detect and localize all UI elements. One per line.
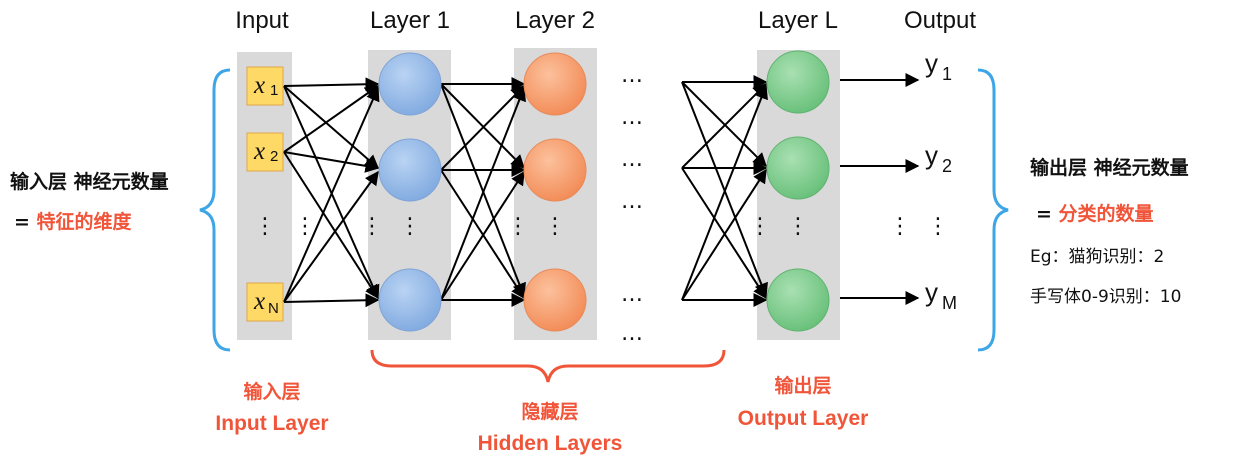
output-y2: y 2 xyxy=(925,140,952,176)
output-layer-label-cn: 输出层 xyxy=(774,374,831,397)
output-y2-var: y xyxy=(925,140,938,170)
right-note-title: 输出层 神经元数量 xyxy=(1030,156,1189,179)
left-note-line: = 特征的维度 xyxy=(14,210,133,233)
output-brace xyxy=(977,68,1009,352)
hdots-6: … xyxy=(621,321,643,346)
layer1-node-n xyxy=(378,268,442,332)
layerL-node-2 xyxy=(766,136,830,200)
vdots-layerL: ⋮ xyxy=(787,214,809,239)
input-node-n: x N xyxy=(246,282,284,322)
vdots-output2: ⋮ xyxy=(927,214,949,239)
vdots-input: ⋮ xyxy=(254,214,276,239)
hdots-5: … xyxy=(621,282,643,307)
hidden-layers-label-en: Hidden Layers xyxy=(478,432,623,455)
layer1-node-2 xyxy=(378,138,442,202)
input-layer-label-en: Input Layer xyxy=(215,412,328,435)
column-title-layerL: Layer L xyxy=(758,7,838,34)
column-title-layer1: Layer 1 xyxy=(370,7,450,34)
output-y1: y 1 xyxy=(925,48,952,84)
input-node-2: x 2 xyxy=(246,132,284,172)
right-note-value: 分类的数量 xyxy=(1059,202,1154,225)
hidden-layers-brace xyxy=(370,349,726,383)
vdots-layer2-left: ⋮ xyxy=(507,214,529,239)
right-note-example1: Eg：猫狗识别：2 xyxy=(1030,247,1164,267)
input-node-2-var: x xyxy=(253,138,265,165)
hdots-2: … xyxy=(621,105,643,130)
hdots-3: … xyxy=(621,147,643,172)
layerL-node-m xyxy=(766,268,830,332)
left-note-title: 输入层 神经元数量 xyxy=(10,170,169,193)
right-note-line: = 分类的数量 xyxy=(1036,202,1154,225)
layer2-node-n xyxy=(523,268,587,332)
right-note-example2: 手写体0-9识别：10 xyxy=(1030,287,1181,307)
vdots-layer1-left: ⋮ xyxy=(361,214,383,239)
vertical-ellipses: ⋮ ⋮ ⋮ ⋮ ⋮ ⋮ ⋮ ⋮ ⋮ ⋮ xyxy=(254,214,949,239)
vdots-gap1: ⋮ xyxy=(294,214,316,239)
input-brace xyxy=(199,68,231,352)
input-node-n-var: x xyxy=(253,288,265,315)
vdots-layer2: ⋮ xyxy=(544,214,566,239)
column-title-output: Output xyxy=(904,7,976,34)
output-y1-var: y xyxy=(925,48,938,78)
right-note-eq: = xyxy=(1036,203,1059,225)
input-node-1-sub: 1 xyxy=(270,82,278,99)
input-node-2-sub: 2 xyxy=(270,148,278,165)
input-node-1-var: x xyxy=(253,72,265,99)
output-layer-label-en: Output Layer xyxy=(738,407,869,430)
column-title-layer2: Layer 2 xyxy=(515,7,595,34)
hdots-4: … xyxy=(621,189,643,214)
layer2-node-2 xyxy=(523,138,587,202)
hdots-1: … xyxy=(621,63,643,88)
output-ym-var: y xyxy=(925,277,938,307)
connections-layer1-layer2 xyxy=(440,77,526,307)
layer2-node-1 xyxy=(523,52,587,116)
layerL-node-1 xyxy=(766,50,830,114)
layer1-node-1 xyxy=(378,52,442,116)
left-note-value: 特征的维度 xyxy=(37,210,133,233)
input-node-1: x 1 xyxy=(246,66,284,106)
input-node-n-sub: N xyxy=(268,300,279,317)
vdots-layer1: ⋮ xyxy=(399,214,421,239)
left-note-eq: = xyxy=(14,211,37,233)
output-y1-sub: 1 xyxy=(942,64,952,84)
hidden-layers-label-cn: 隐藏层 xyxy=(521,400,578,423)
output-y2-sub: 2 xyxy=(942,156,952,176)
connections-input-layer1 xyxy=(283,77,380,308)
vdots-layerL-left: ⋮ xyxy=(749,214,771,239)
input-layer-label-cn: 输入层 xyxy=(243,380,300,403)
output-ym-sub: M xyxy=(942,293,957,313)
connections-hidden-layerL xyxy=(681,75,768,307)
column-title-input: Input xyxy=(235,7,289,34)
vdots-output1: ⋮ xyxy=(889,214,911,239)
output-ym: y M xyxy=(925,277,957,313)
connections-layerL-output xyxy=(840,73,920,305)
horizontal-ellipses: … … … … … … xyxy=(621,63,643,346)
